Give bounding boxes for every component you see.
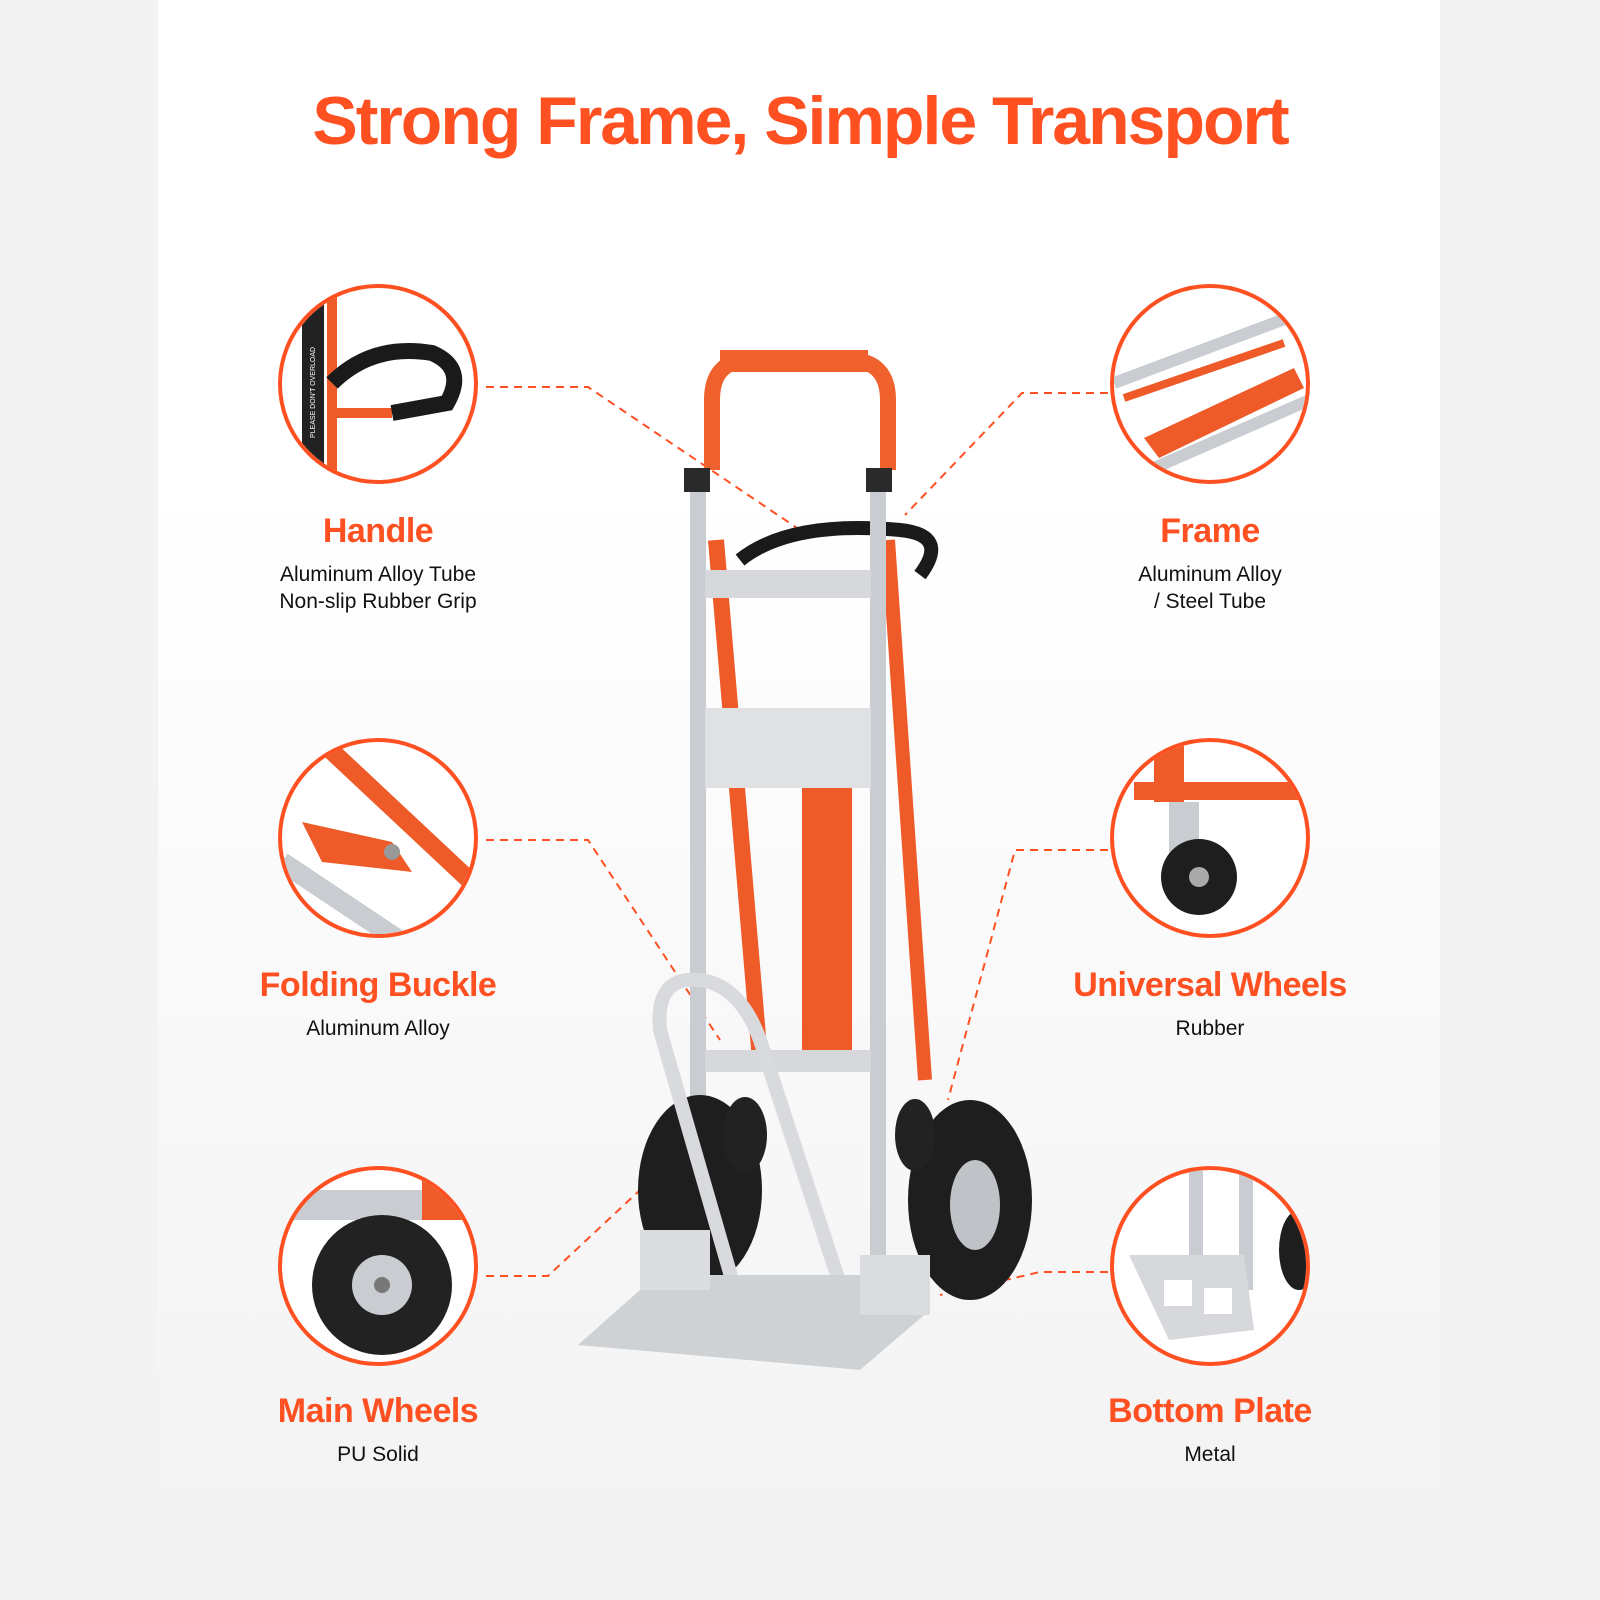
feature-frame: Frame Aluminum Alloy / Steel Tube	[1030, 512, 1390, 615]
feature-line: Aluminum Alloy	[306, 1017, 450, 1040]
feature-bottom-plate: Bottom Plate Metal	[1030, 1392, 1390, 1468]
feature-line: / Steel Tube	[1153, 590, 1267, 613]
feature-line: Metal	[1184, 1443, 1236, 1466]
feature-universal-wheels: Universal Wheels Rubber	[1030, 966, 1390, 1042]
folding-buckle-detail-image	[278, 738, 478, 938]
frame-detail-image	[1110, 284, 1310, 484]
feature-title: Folding Buckle	[259, 966, 497, 1004]
feature-title: Bottom Plate	[1108, 1392, 1312, 1430]
feature-main-wheels: Main Wheels PU Solid	[198, 1392, 558, 1468]
feature-line: Aluminum Alloy Tube	[279, 563, 477, 586]
feature-line: Aluminum Alloy	[1138, 563, 1282, 586]
main-wheels-detail-image	[278, 1166, 478, 1366]
universal-wheels-detail-image	[1110, 738, 1310, 938]
page-title: Strong Frame, Simple Transport	[312, 83, 1289, 159]
feature-line: PU Solid	[337, 1443, 419, 1466]
feature-title: Universal Wheels	[1073, 966, 1347, 1004]
handle-detail-image: PLEASE DON'T OVERLOAD	[278, 284, 478, 484]
feature-title: Frame	[1160, 512, 1260, 550]
feature-title: Main Wheels	[277, 1392, 479, 1430]
handle-warning-text: PLEASE DON'T OVERLOAD	[310, 347, 317, 438]
bottom-plate-detail-image	[1110, 1166, 1310, 1366]
feature-line: Rubber	[1175, 1017, 1245, 1040]
feature-title: Handle	[322, 512, 434, 550]
callout-lines	[486, 386, 1108, 1296]
feature-folding-buckle: Folding Buckle Aluminum Alloy	[198, 966, 558, 1042]
feature-line: Non-slip Rubber Grip	[279, 590, 477, 613]
